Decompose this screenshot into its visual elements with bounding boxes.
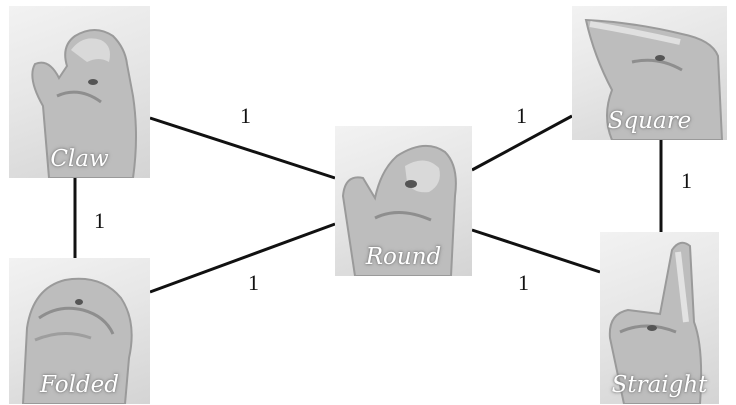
weight-square-straight: 1	[681, 168, 692, 193]
weight-claw-folded: 1	[94, 208, 105, 233]
node-folded: Folded	[9, 258, 150, 404]
weight-round-straight: 1	[518, 270, 529, 295]
node-label-square: Square	[607, 108, 692, 134]
weight-claw-round: 1	[240, 103, 251, 128]
node-label-claw: Claw	[50, 146, 109, 172]
node-label-folded: Folded	[40, 372, 119, 398]
node-straight: Straight	[600, 232, 719, 404]
node-label-round: Round	[365, 244, 442, 270]
edge-round-straight	[471, 228, 601, 274]
edge-round-square	[471, 114, 573, 172]
edge-claw-round	[149, 116, 336, 180]
folded-hand-image	[21, 277, 133, 404]
square-hand-image	[584, 18, 724, 140]
node-label-straight: Straight	[611, 372, 708, 398]
edge-folded-round	[149, 222, 336, 294]
weight-round-square: 1	[516, 103, 527, 128]
node-square: Square	[572, 6, 727, 140]
weight-folded-round: 1	[248, 270, 259, 295]
round-hand-image	[341, 145, 457, 276]
straight-hand-image	[608, 241, 703, 404]
node-round: Round	[335, 126, 472, 276]
node-claw: Claw	[9, 6, 150, 178]
claw-hand-image	[31, 29, 137, 178]
